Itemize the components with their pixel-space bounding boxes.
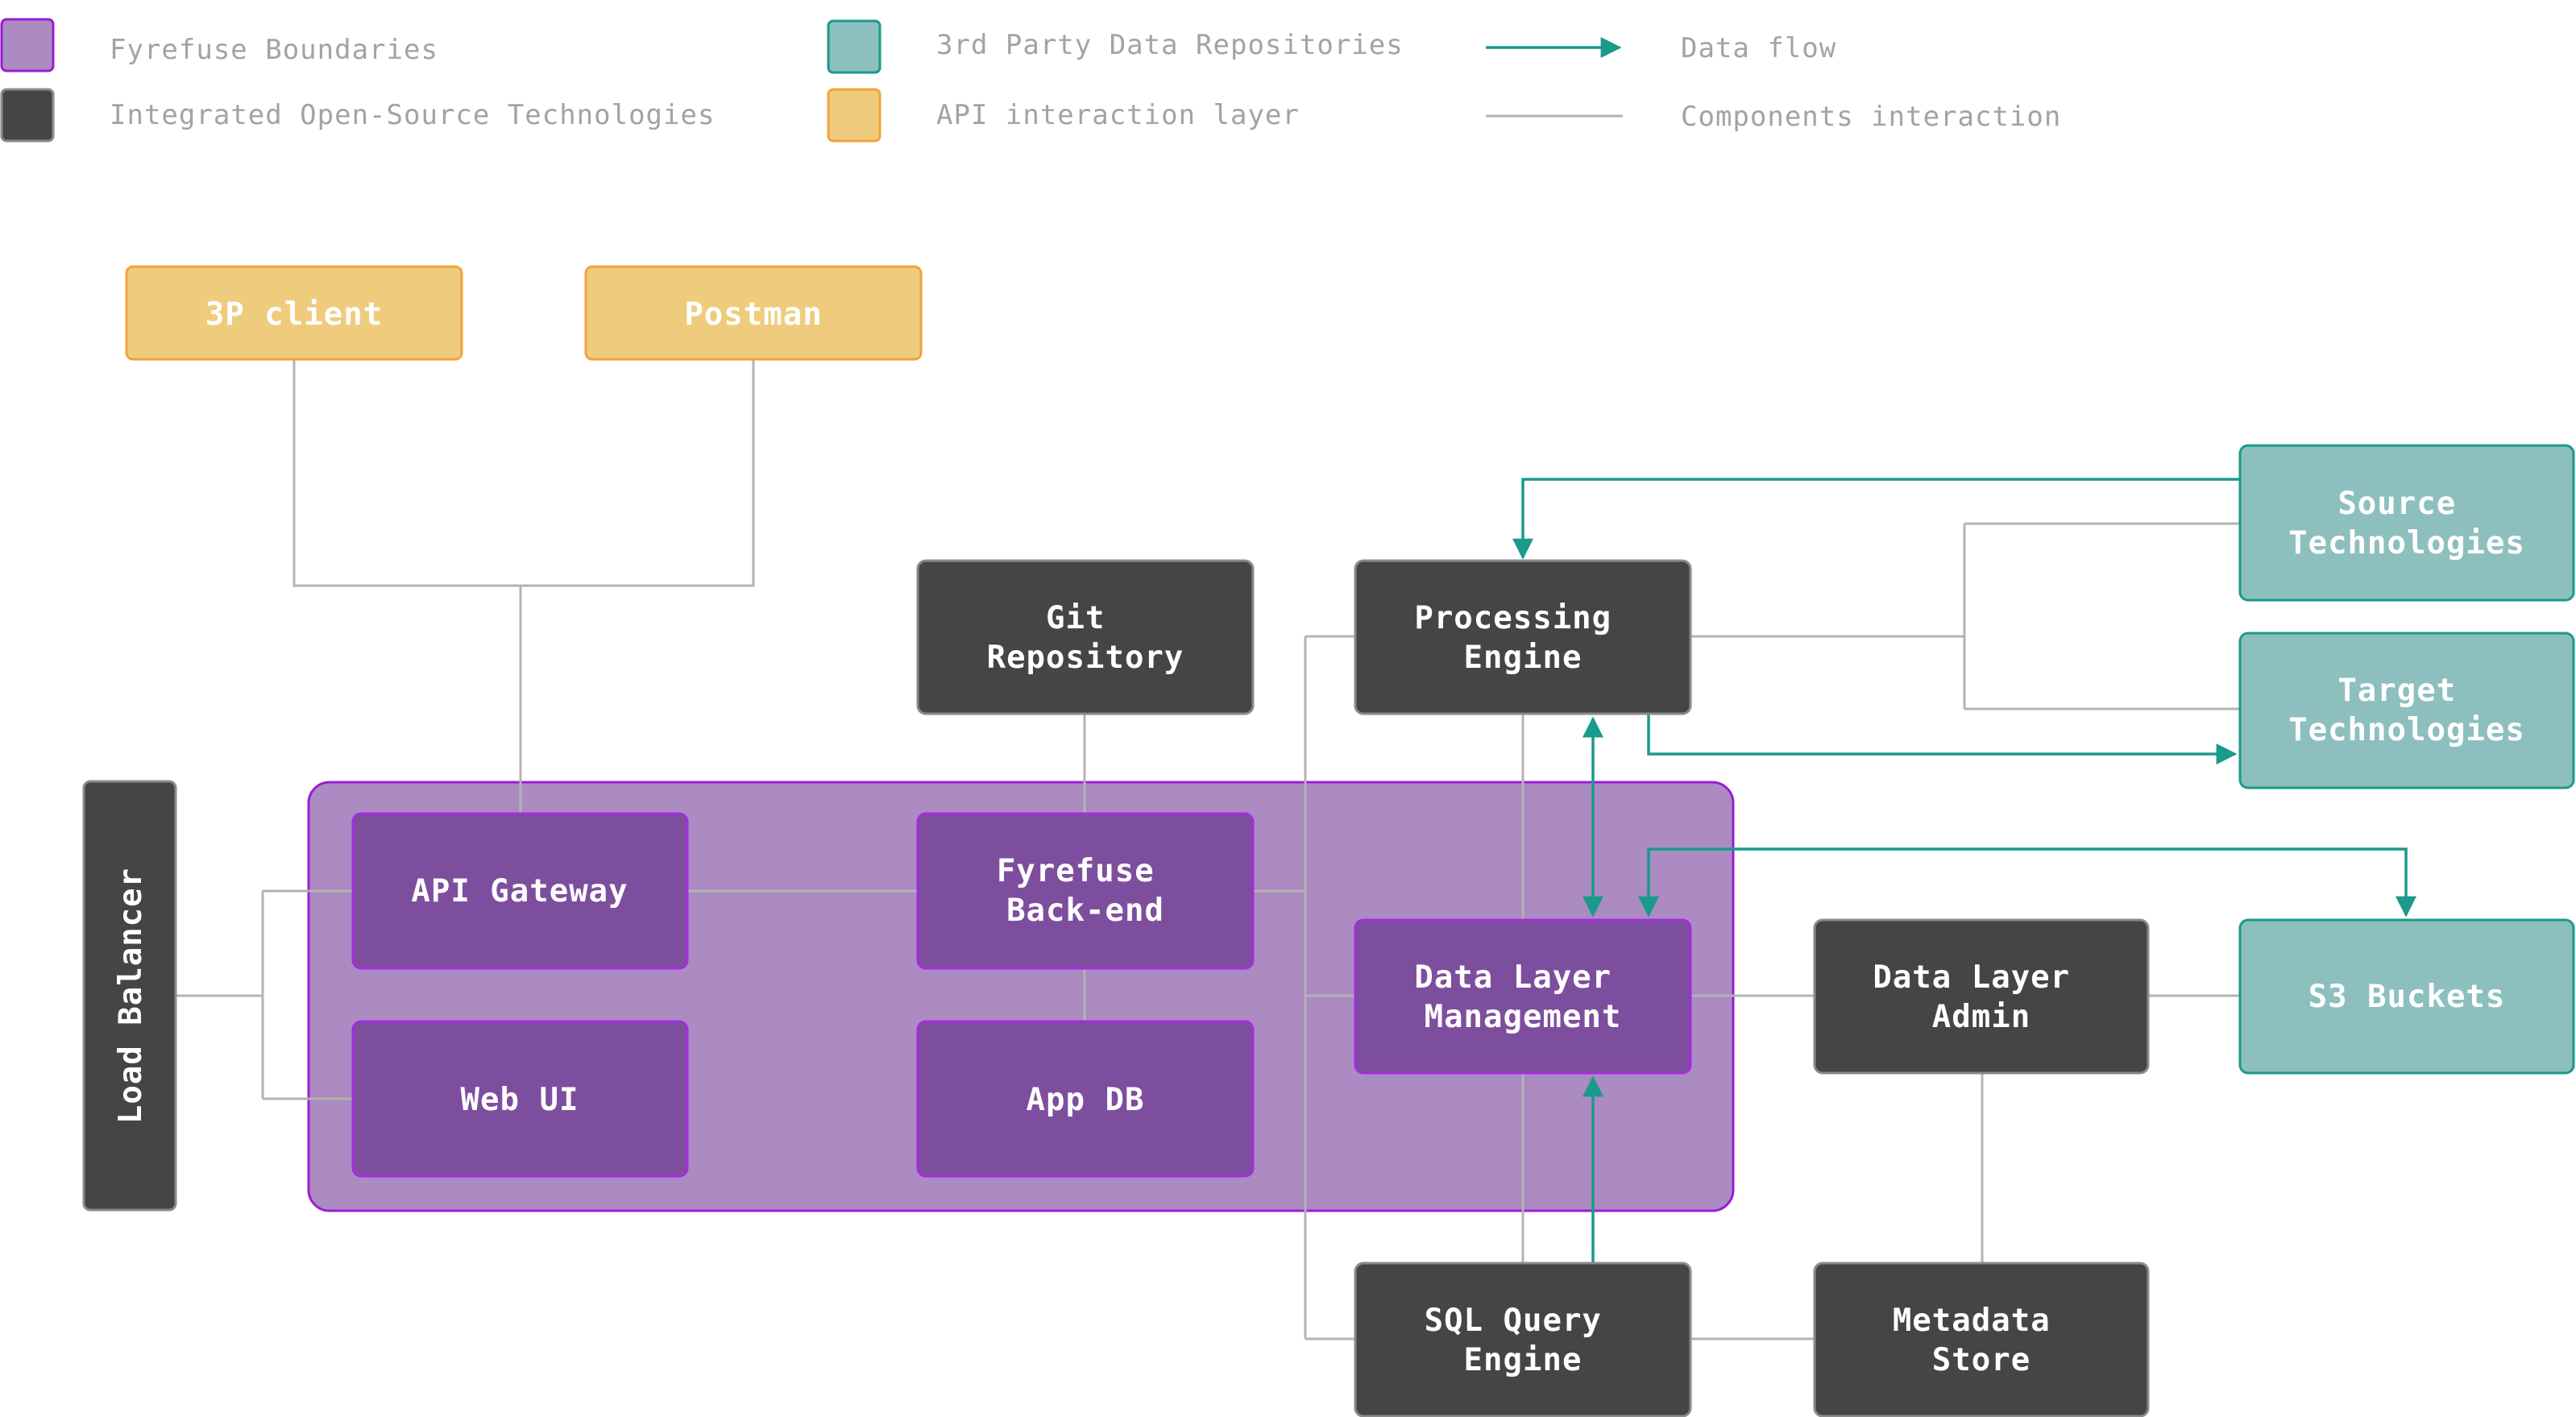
legend-label-open-source: Integrated Open-Source Technologies — [110, 99, 715, 131]
legend-label-fyrefuse: Fyrefuse Boundaries — [110, 34, 438, 66]
node-load-balancer[interactable]: Load Balancer — [82, 780, 177, 1212]
node-data-layer-admin-label: Data Layer Admin — [1873, 959, 2089, 1035]
node-source-technologies-label: Source Technologies — [2288, 486, 2525, 561]
node-sql-query-engine-line1: SQL Query — [1425, 1303, 1602, 1339]
node-metadata-store[interactable]: Metadata Store — [1813, 1262, 2150, 1417]
node-git-repository-label: Git Repository — [987, 600, 1184, 676]
node-3p-client-label: 3P client — [205, 296, 383, 333]
node-target-technologies-line2: Technologies — [2288, 712, 2525, 748]
node-postman[interactable]: Postman — [584, 265, 923, 361]
node-sql-query-engine[interactable]: SQL Query Engine — [1354, 1262, 1692, 1417]
node-fyrefuse-backend-line1: Fyrefuse — [997, 853, 1155, 889]
node-metadata-store-line1: Metadata — [1893, 1303, 2051, 1339]
legend-swatch-open-source — [0, 88, 55, 143]
legend-swatch-fyrefuse — [0, 18, 55, 73]
node-git-repository[interactable]: Git Repository — [916, 559, 1255, 715]
connector-processing-sources — [1690, 522, 2240, 711]
node-target-technologies[interactable]: Target Technologies — [2238, 632, 2575, 789]
node-app-db[interactable]: App DB — [916, 1020, 1255, 1178]
node-load-balancer-label: Load Balancer — [113, 868, 149, 1124]
node-data-layer-management-label: Data Layer Management — [1414, 959, 1631, 1035]
component-connectors — [176, 359, 2240, 1340]
node-data-layer-management[interactable]: Data Layer Management — [1354, 918, 1692, 1075]
node-source-technologies[interactable]: Source Technologies — [2238, 444, 2575, 602]
node-fyrefuse-backend-line2: Back-end — [1006, 893, 1164, 929]
legend-label-third-party: 3rd Party Data Repositories — [936, 29, 1404, 61]
connector-api-clients — [292, 359, 755, 814]
node-target-technologies-line1: Target — [2337, 673, 2456, 709]
legend-swatch-third-party — [827, 19, 881, 74]
node-dlm-line2: Management — [1425, 999, 1622, 1035]
node-target-technologies-label: Target Technologies — [2288, 673, 2525, 748]
legend-label-components: Components interaction — [1681, 101, 2061, 133]
node-fyrefuse-backend-label: Fyrefuse Back-end — [997, 853, 1174, 929]
node-api-gateway-label: API Gateway — [411, 873, 628, 909]
connector-backend-bus — [1253, 635, 1355, 1340]
node-processing-engine[interactable]: Processing Engine — [1354, 559, 1692, 715]
node-sql-query-engine-label: SQL Query Engine — [1425, 1303, 1622, 1378]
connector-load-balancer — [176, 889, 353, 1100]
node-web-ui-label: Web UI — [461, 1082, 579, 1118]
flow-processing-to-target — [1647, 714, 2238, 764]
node-3p-client[interactable]: 3P client — [125, 265, 463, 361]
node-source-technologies-line1: Source — [2337, 486, 2456, 522]
node-processing-engine-line1: Processing — [1414, 600, 1612, 636]
flow-source-to-processing — [1512, 478, 2240, 560]
node-dlm-line1: Data Layer — [1414, 959, 1612, 996]
legend-label-api-layer: API interaction layer — [936, 99, 1300, 131]
flow-s3-dlm — [1638, 847, 2416, 918]
node-web-ui[interactable]: Web UI — [351, 1020, 689, 1178]
node-app-db-label: App DB — [1027, 1082, 1145, 1118]
node-source-technologies-line2: Technologies — [2288, 525, 2525, 561]
node-data-layer-admin[interactable]: Data Layer Admin — [1813, 918, 2150, 1075]
data-flows — [1512, 478, 2416, 1263]
node-data-layer-admin-line2: Admin — [1932, 999, 2031, 1035]
legend-swatch-api-layer — [827, 88, 881, 143]
node-processing-engine-line2: Engine — [1464, 640, 1583, 676]
node-metadata-store-line2: Store — [1932, 1342, 2031, 1378]
node-api-gateway[interactable]: API Gateway — [351, 812, 689, 970]
node-metadata-store-label: Metadata Store — [1893, 1303, 2070, 1378]
node-processing-engine-label: Processing Engine — [1414, 600, 1631, 676]
node-s3-buckets[interactable]: S3 Buckets — [2238, 918, 2575, 1075]
node-postman-label: Postman — [684, 296, 822, 333]
node-s3-buckets-label: S3 Buckets — [2308, 979, 2506, 1015]
legend-label-data-flow: Data flow — [1681, 32, 1836, 64]
node-data-layer-admin-line1: Data Layer — [1873, 959, 2070, 996]
node-sql-query-engine-line2: Engine — [1464, 1342, 1583, 1378]
node-fyrefuse-backend[interactable]: Fyrefuse Back-end — [916, 812, 1255, 970]
legend: Fyrefuse Boundaries Integrated Open-Sour… — [0, 18, 2061, 143]
node-git-repository-line2: Repository — [987, 640, 1184, 676]
node-git-repository-line1: Git — [1046, 600, 1105, 636]
